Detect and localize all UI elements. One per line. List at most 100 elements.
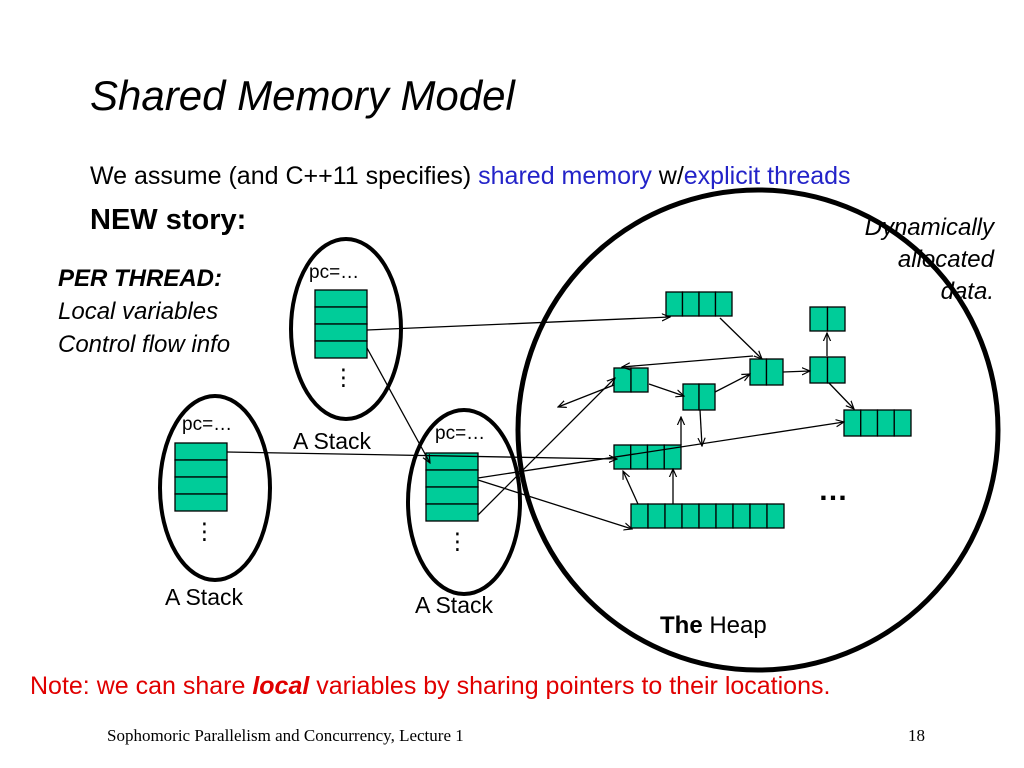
stack-top-cells (314, 289, 368, 359)
heap-pointer-8 (700, 409, 702, 446)
memory-cell (698, 383, 716, 411)
slide-subtitle: We assume (and C++11 specifies) shared m… (90, 162, 851, 191)
stack-left-cells (174, 442, 228, 512)
pointer-top-stack-to-right-stack (366, 347, 430, 463)
note-emphasis: local (252, 672, 310, 700)
per-thread-caption: PER THREAD: Local variables Control flow… (58, 262, 230, 361)
heap-ellipsis: … (818, 474, 848, 507)
heap-label-heap: Heap (702, 612, 767, 639)
memory-cell (174, 442, 228, 461)
memory-cell (749, 358, 768, 386)
per-thread-line-local-variables: Local variables (58, 298, 219, 325)
memory-cell (314, 323, 368, 342)
heap-pointer-1 (719, 317, 762, 359)
subtitle-shared-memory: shared memory (478, 162, 652, 190)
memory-cell (314, 306, 368, 325)
stack-top-label: A Stack (293, 428, 371, 454)
memory-cell (664, 503, 683, 529)
memory-cell (809, 306, 829, 332)
memory-cell (630, 367, 649, 393)
per-thread-line-control-flow: Control flow info (58, 331, 231, 358)
note-prefix: Note: we can share (30, 672, 253, 700)
subtitle-explicit-threads: explicit threads (683, 162, 851, 190)
memory-cell (698, 291, 717, 317)
memory-cell (681, 503, 700, 529)
memory-cell (174, 459, 228, 478)
heap-label-the: The (660, 612, 703, 639)
memory-cell (843, 409, 862, 437)
memory-cell (613, 367, 632, 393)
memory-cell (860, 409, 879, 437)
memory-cell (647, 503, 666, 529)
memory-cell (425, 503, 479, 522)
pointer-left-stack-to-heap (226, 451, 617, 459)
slide-footer: Sophomoric Parallelism and Concurrency, … (107, 726, 464, 745)
memory-cell (765, 358, 784, 386)
memory-cell (715, 503, 734, 529)
stack-left-dots: ⋮ (193, 518, 216, 544)
memory-cell (732, 503, 751, 529)
stack-top-dots: ⋮ (332, 364, 355, 390)
heap-object-i (630, 503, 785, 529)
memory-cell (630, 444, 649, 470)
subtitle-middle: w/ (651, 162, 684, 190)
memory-cell (665, 291, 684, 317)
heap-pointer-2 (622, 355, 754, 367)
slide-title: Shared Memory Model (90, 72, 515, 119)
pointer-right-stack-to-heap-lower (477, 479, 632, 529)
stack-right-cells (425, 452, 479, 522)
stack-right-ellipse (406, 408, 522, 596)
memory-cell (826, 356, 846, 384)
heap-object-f (809, 356, 846, 384)
per-thread-heading: PER THREAD: (58, 265, 223, 292)
note-text: Note: we can share local variables by sh… (30, 672, 830, 701)
memory-cell (681, 291, 700, 317)
memory-cell (314, 289, 368, 308)
memory-cell (425, 486, 479, 505)
note-suffix: variables by sharing pointers to their l… (309, 672, 831, 700)
stack-pointers (226, 317, 844, 529)
heap-pointer-12 (623, 471, 639, 505)
heap-object-d (682, 383, 716, 411)
stack-right-dots: ⋮ (446, 528, 469, 554)
memory-cell (749, 503, 768, 529)
memory-cell (876, 409, 895, 437)
memory-cell (766, 503, 785, 529)
stack-right-label: A Stack (415, 592, 493, 618)
stack-right-pc: pc=… (435, 423, 486, 444)
page-number: 18 (908, 726, 925, 745)
subtitle-prefix: We assume (and C++11 specifies) (90, 162, 479, 190)
stack-left-ellipse (158, 394, 272, 582)
stack-top-pc: pc=… (309, 262, 360, 283)
memory-cells (174, 289, 912, 529)
heap-object-b (809, 306, 846, 332)
heap-object-e (749, 358, 784, 386)
heap-pointer-5 (782, 371, 810, 372)
heap-pointer-3 (648, 383, 684, 396)
stack-left-pc: pc=… (182, 414, 233, 435)
heap-pointer-4 (714, 374, 750, 393)
heap-label: The Heap (660, 612, 767, 640)
memory-cell (714, 291, 733, 317)
heap-object-a (665, 291, 733, 317)
heap-object-c (613, 367, 649, 393)
story-heading: NEW story: (90, 204, 247, 236)
memory-cell (682, 383, 700, 411)
pointer-right-stack-to-heap-node (477, 378, 615, 516)
memory-cell (174, 476, 228, 495)
heap-circle (515, 187, 1001, 673)
heap-object-h (613, 444, 682, 470)
memory-cell (893, 409, 912, 437)
stack-left-label: A Stack (165, 584, 243, 610)
heap-pointers (558, 317, 854, 505)
memory-cell (174, 493, 228, 512)
memory-cell (698, 503, 717, 529)
memory-cell (809, 356, 829, 384)
heap-pointer-7 (828, 382, 854, 409)
memory-cell (826, 306, 846, 332)
heap-pointer-10 (558, 384, 615, 407)
memory-cell (425, 469, 479, 488)
memory-cell (646, 444, 665, 470)
memory-cell (314, 340, 368, 359)
